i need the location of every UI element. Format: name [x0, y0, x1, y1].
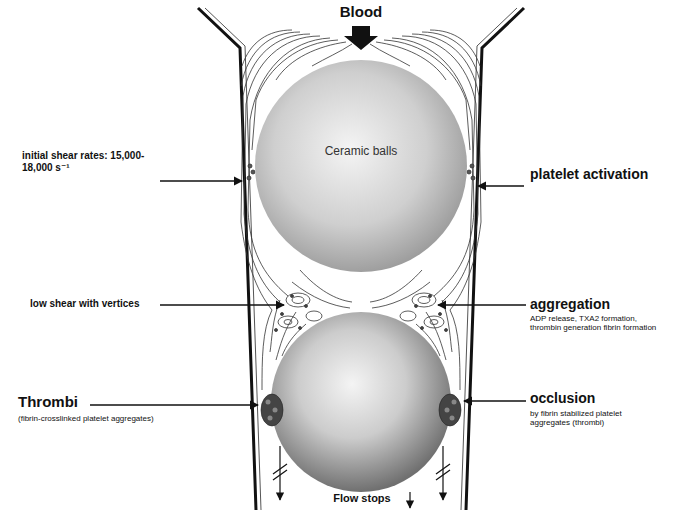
ceramic-ball: Ceramic balls: [255, 60, 467, 272]
flow-label: Blood: [330, 3, 392, 20]
stage-note: by fibrin stabilized platelet aggregates…: [530, 409, 660, 427]
stage-label: occlusion: [530, 390, 650, 406]
stage-label: Thrombi: [18, 393, 88, 410]
ball-label: Ceramic balls: [325, 144, 398, 158]
shear-note: initial shear rates: 15,000-18,000 s⁻¹: [22, 150, 152, 173]
shear-note: low shear with vertices: [30, 298, 158, 310]
flow-label: Flow stops: [320, 492, 404, 505]
stage-note: (fibrin-crosslinked platelet aggregates): [18, 414, 228, 423]
stage-label: platelet activation: [530, 166, 650, 182]
stage-label: aggregation: [530, 296, 650, 312]
stage-note: ADP release, TXA2 formation, thrombin ge…: [530, 314, 670, 332]
